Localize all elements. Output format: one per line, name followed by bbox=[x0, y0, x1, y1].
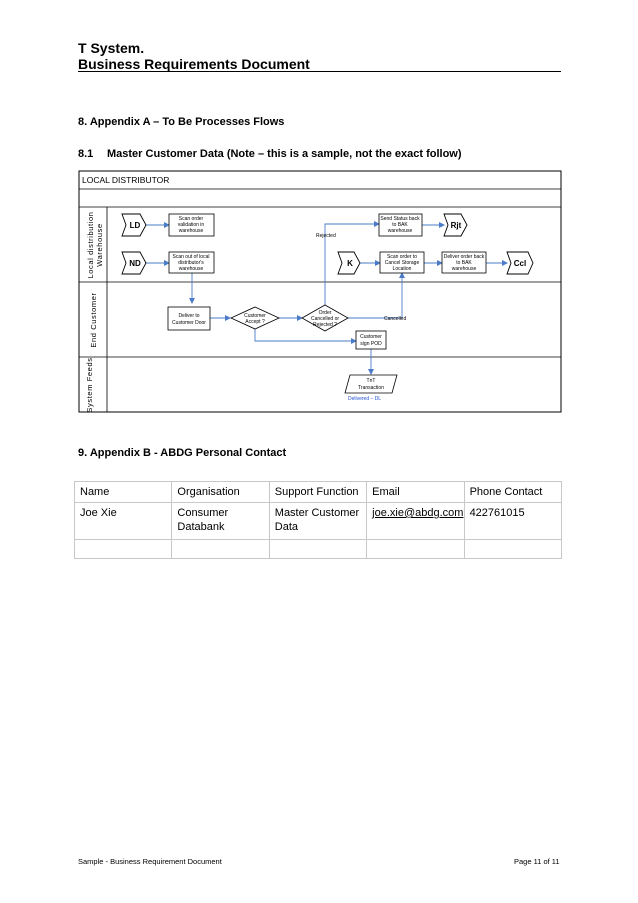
send-status-l1: Send Status back bbox=[380, 216, 420, 222]
scan-order-l1: Scan order bbox=[179, 216, 204, 222]
box-customer-sign bbox=[355, 330, 387, 350]
label-delivered: Delivered – DL bbox=[348, 396, 381, 402]
arrow-accept-to-sign bbox=[254, 328, 357, 344]
contacts-table: Name Organisation Support Function Email… bbox=[73, 481, 563, 559]
terminal-ld bbox=[121, 213, 147, 237]
scan-order-l3: warehouse bbox=[179, 228, 204, 234]
box-deliver-door bbox=[167, 306, 211, 331]
pool-frame bbox=[78, 170, 562, 413]
box-send-status bbox=[378, 213, 423, 237]
arrow-rejected-to-send-status bbox=[324, 221, 380, 305]
customer-accept-l2: Accept ? bbox=[245, 319, 265, 325]
process-flow-diagram: LOCAL DISTRIBUTOR Local distribution War… bbox=[78, 170, 562, 413]
scan-cancel-l1: Scan order to bbox=[387, 254, 417, 260]
terminal-ld-label: LD bbox=[130, 221, 141, 230]
cell-name: Joe Xie bbox=[73, 502, 173, 540]
terminal-nd bbox=[121, 251, 147, 275]
deliver-back-l3: warehouse bbox=[452, 266, 477, 272]
lane-label-warehouse-2: Warehouse bbox=[95, 223, 104, 266]
footer-document-name: Sample - Business Requirement Document bbox=[78, 857, 222, 866]
lane-label-end-customer: End Customer bbox=[89, 292, 98, 347]
decision-order-cancelled bbox=[301, 304, 349, 332]
scan-out-l3: warehouse bbox=[179, 266, 204, 272]
tnt-l2: Transaction bbox=[358, 385, 384, 391]
section-9-heading: 9. Appendix B - ABDG Personal Contact bbox=[78, 447, 287, 459]
customer-sign-l1: Customer bbox=[360, 334, 382, 340]
terminal-k bbox=[337, 251, 361, 275]
terminal-ccl-label: Ccl bbox=[514, 259, 526, 268]
cell-empty bbox=[268, 539, 368, 559]
terminal-k-label: K bbox=[347, 259, 353, 268]
terminal-rjt-label: Rjt bbox=[451, 221, 462, 230]
cell-support-function: Master Customer Data bbox=[268, 502, 368, 540]
header-name: Name bbox=[73, 481, 173, 503]
send-status-l2: to BAK bbox=[392, 222, 408, 228]
lane-label-system-feeds: System Feeds bbox=[85, 357, 94, 412]
lane-label-warehouse-1: Local distribution bbox=[86, 211, 95, 278]
deliver-door-l1: Deliver to bbox=[178, 313, 199, 319]
scan-cancel-l3: Location bbox=[393, 266, 412, 272]
cell-email: joe.xie@abdg.com bbox=[366, 502, 465, 540]
customer-accept-l1: Customer bbox=[244, 313, 266, 319]
cell-organisation: Consumer Databank bbox=[171, 502, 270, 540]
order-cancelled-l1: Order bbox=[319, 310, 332, 316]
scan-cancel-l2: Cancel Storage bbox=[385, 260, 420, 266]
pool-title: LOCAL DISTRIBUTOR bbox=[82, 175, 169, 185]
deliver-door-l2: Customer Door bbox=[172, 320, 206, 326]
scan-out-l2: distributor's bbox=[178, 260, 204, 266]
label-rejected: Rejected bbox=[316, 233, 336, 239]
box-deliver-back bbox=[441, 251, 487, 274]
cell-empty bbox=[73, 539, 173, 559]
cell-empty bbox=[463, 539, 563, 559]
scan-out-l1: Scan out of local bbox=[173, 254, 210, 260]
box-tnt-transaction bbox=[344, 374, 398, 394]
section-8-heading: 8. Appendix A – To Be Processes Flows bbox=[78, 116, 285, 128]
box-scan-out bbox=[168, 251, 215, 274]
terminal-ccl bbox=[506, 251, 534, 275]
tnt-l1: TnT bbox=[367, 378, 376, 384]
scan-order-l2: validation in bbox=[178, 222, 205, 228]
document-title: Business Requirements Document bbox=[78, 56, 310, 72]
cell-empty bbox=[171, 539, 270, 559]
header-support-function: Support Function bbox=[268, 481, 368, 503]
box-scan-order bbox=[168, 213, 215, 237]
order-cancelled-l3: Rejected ? bbox=[313, 322, 337, 328]
order-cancelled-l2: Cancelled or bbox=[311, 316, 339, 322]
deliver-back-l2: to BAK bbox=[456, 260, 472, 266]
email-link[interactable]: joe.xie@abdg.com bbox=[372, 507, 464, 519]
header-email: Email bbox=[366, 481, 465, 503]
arrow-cancelled-to-scan-cancel bbox=[347, 272, 405, 319]
header-rule bbox=[78, 71, 561, 72]
document-company: T System. bbox=[78, 40, 145, 56]
decision-customer-accept bbox=[230, 306, 280, 330]
label-cancelled: Cancelled bbox=[384, 316, 406, 322]
cell-empty bbox=[366, 539, 465, 559]
header-organisation: Organisation bbox=[171, 481, 270, 503]
send-status-l3: warehouse bbox=[388, 228, 413, 234]
terminal-rjt bbox=[443, 213, 468, 237]
table-row-empty bbox=[73, 539, 563, 559]
section-8-1-number: 8.1 bbox=[78, 148, 94, 160]
table-row: Joe Xie Consumer Databank Master Custome… bbox=[73, 502, 563, 540]
customer-sign-l2: sign POD bbox=[360, 341, 382, 347]
cell-phone: 422761015 bbox=[463, 502, 563, 540]
terminal-nd-label: ND bbox=[129, 259, 141, 268]
box-scan-cancel bbox=[379, 251, 425, 274]
deliver-back-l1: Deliver order back bbox=[444, 254, 485, 260]
footer-page-number: Page 11 of 11 bbox=[514, 857, 560, 866]
table-header-row: Name Organisation Support Function Email… bbox=[73, 481, 563, 503]
section-8-1-title: Master Customer Data (Note – this is a s… bbox=[107, 148, 462, 160]
header-phone: Phone Contact bbox=[463, 481, 563, 503]
